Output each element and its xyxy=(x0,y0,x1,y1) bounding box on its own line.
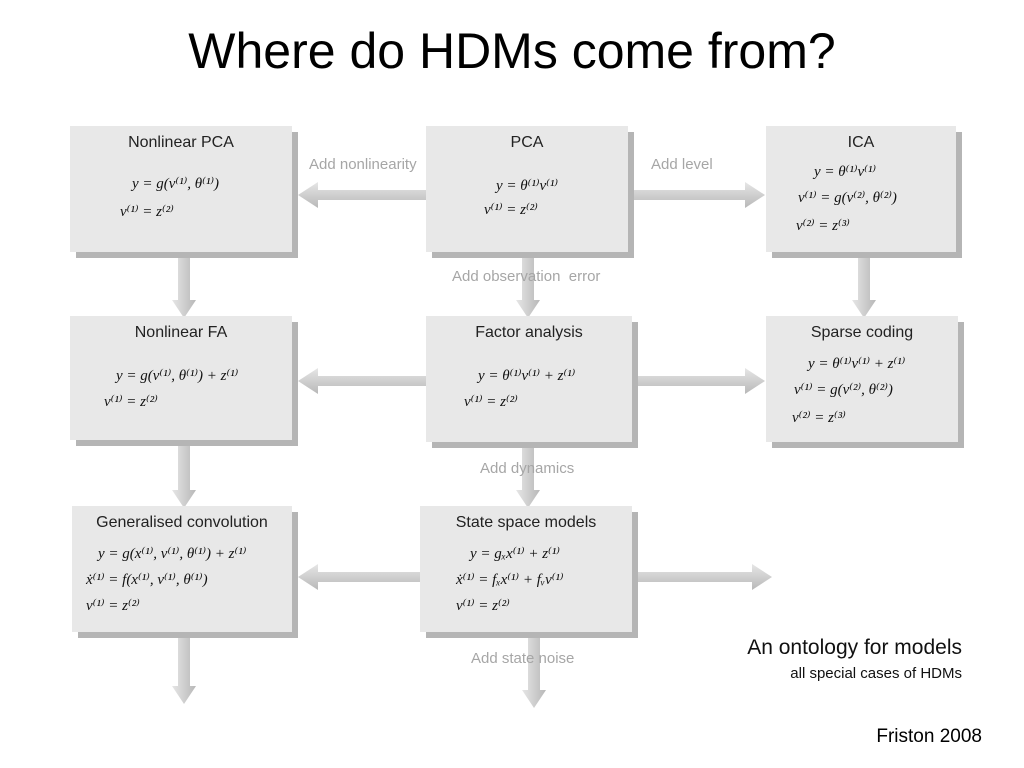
arrow-state-space-down xyxy=(522,636,546,708)
box-ica: ICA y = θ⁽¹⁾v⁽¹⁾ v⁽¹⁾ = g(v⁽²⁾, θ⁽²⁾) v⁽… xyxy=(766,126,956,252)
label-add-level: Add level xyxy=(651,156,713,173)
box-state-space-models: State space models y = gₓx⁽¹⁾ + z⁽¹⁾ ẋ⁽¹… xyxy=(420,506,632,632)
label-add-dynamics: Add dynamics xyxy=(480,460,575,477)
box-title-ica: ICA xyxy=(847,134,875,151)
equation: v⁽¹⁾ = z⁽²⁾ xyxy=(120,204,174,220)
equation: ẋ⁽¹⁾ = fₓx⁽¹⁾ + fᵥv⁽¹⁾ xyxy=(456,572,564,588)
equation: ẋ⁽¹⁾ = f(x⁽¹⁾, v⁽¹⁾, θ⁽¹⁾) xyxy=(86,572,208,588)
equation: y = gₓx⁽¹⁾ + z⁽¹⁾ xyxy=(470,546,560,562)
box-nonlinear-pca: Nonlinear PCA y = g(v⁽¹⁾, θ⁽¹⁾) v⁽¹⁾ = z… xyxy=(70,126,292,252)
box-title-nonlinear-fa: Nonlinear FA xyxy=(134,324,228,341)
arrow-pca-to-nonlinear-pca xyxy=(298,182,428,208)
arrow-generalised-convolution-down xyxy=(172,636,196,704)
arrow-ica-to-sparse-coding xyxy=(852,256,876,318)
equation: y = g(v⁽¹⁾, θ⁽¹⁾) xyxy=(132,176,220,192)
arrow-nonlinear-pca-to-nonlinear-fa xyxy=(172,253,196,318)
equation: y = θ⁽¹⁾v⁽¹⁾ xyxy=(496,178,559,194)
arrow-pca-to-ica xyxy=(628,182,765,208)
arrow-factor-analysis-to-sparse-coding xyxy=(632,368,765,394)
arrow-nonlinear-fa-to-generalised-convolution xyxy=(172,446,196,508)
box-pca: PCA y = θ⁽¹⁾v⁽¹⁾ v⁽¹⁾ = z⁽²⁾ xyxy=(426,126,628,252)
equation: y = g(v⁽¹⁾, θ⁽¹⁾) + z⁽¹⁾ xyxy=(116,368,239,384)
box-title-nonlinear-pca: Nonlinear PCA xyxy=(128,134,234,151)
box-sparse-coding: Sparse coding y = θ⁽¹⁾v⁽¹⁾ + z⁽¹⁾ v⁽¹⁾ =… xyxy=(766,316,958,442)
slide-title: Where do HDMs come from? xyxy=(188,23,836,79)
equation: v⁽¹⁾ = g(v⁽²⁾, θ⁽²⁾) xyxy=(798,190,897,206)
arrow-pca-to-factor-analysis xyxy=(516,253,540,318)
arrow-factor-analysis-to-state-space xyxy=(516,446,540,508)
box-factor-analysis: Factor analysis y = θ⁽¹⁾v⁽¹⁾ + z⁽¹⁾ v⁽¹⁾… xyxy=(426,316,632,442)
box-title-sparse-coding: Sparse coding xyxy=(810,324,914,341)
equation: v⁽¹⁾ = g(v⁽²⁾, θ⁽²⁾) xyxy=(794,382,893,398)
equation: v⁽¹⁾ = z⁽²⁾ xyxy=(484,202,538,218)
equation: y = θ⁽¹⁾v⁽¹⁾ xyxy=(814,164,877,180)
caption-title: An ontology for models xyxy=(747,636,962,659)
equation: y = θ⁽¹⁾v⁽¹⁾ + z⁽¹⁾ xyxy=(808,356,906,372)
equation: y = g(x⁽¹⁾, v⁽¹⁾, θ⁽¹⁾) + z⁽¹⁾ xyxy=(98,546,247,562)
box-title-pca: PCA xyxy=(510,134,544,151)
label-add-nonlinearity: Add nonlinearity xyxy=(309,156,417,173)
equation: v⁽²⁾ = z⁽³⁾ xyxy=(796,218,850,234)
box-title-factor-analysis: Factor analysis xyxy=(475,324,583,341)
equation: v⁽¹⁾ = z⁽²⁾ xyxy=(464,394,518,410)
arrow-state-space-to-generalised-convolution xyxy=(298,564,422,590)
box-generalised-convolution: Generalised convolution y = g(x⁽¹⁾, v⁽¹⁾… xyxy=(72,506,292,632)
box-nonlinear-fa: Nonlinear FA y = g(v⁽¹⁾, θ⁽¹⁾) + z⁽¹⁾ v⁽… xyxy=(70,316,292,440)
equation: v⁽¹⁾ = z⁽²⁾ xyxy=(86,598,140,614)
arrow-state-space-right xyxy=(632,564,772,590)
box-title-generalised-convolution: Generalised convolution xyxy=(96,514,268,531)
equation: v⁽²⁾ = z⁽³⁾ xyxy=(792,410,846,426)
label-add-observation-error: Add observation error xyxy=(452,268,601,285)
arrow-factor-analysis-to-nonlinear-fa xyxy=(298,368,428,394)
equation: v⁽¹⁾ = z⁽²⁾ xyxy=(104,394,158,410)
credit: Friston 2008 xyxy=(876,726,982,747)
caption-subtitle: all special cases of HDMs xyxy=(790,665,962,682)
equation: v⁽¹⁾ = z⁽²⁾ xyxy=(456,598,510,614)
equation: y = θ⁽¹⁾v⁽¹⁾ + z⁽¹⁾ xyxy=(478,368,576,384)
box-title-state-space-models: State space models xyxy=(455,514,597,531)
label-add-state-noise: Add state noise xyxy=(471,650,575,667)
